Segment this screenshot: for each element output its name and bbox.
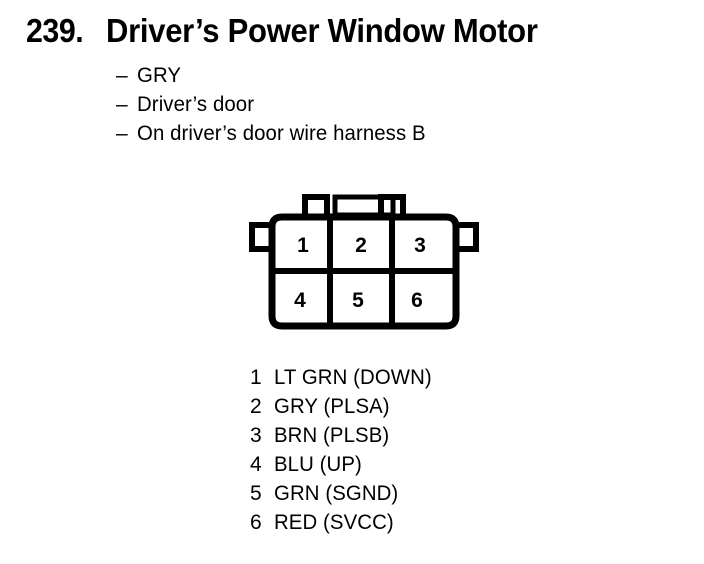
pin-legend: 1 LT GRN (DOWN) 2 GRY (PLSA) 3 BRN (PLSB…	[250, 366, 670, 540]
legend-row: 6 RED (SVCC)	[250, 511, 670, 540]
dash-icon: –	[116, 64, 128, 87]
note-list: – GRY – Driver’s door – On driver’s door…	[116, 64, 676, 151]
note-text: GRY	[137, 64, 182, 87]
legend-pin-number: 5	[250, 482, 262, 505]
entry-number: 239.	[26, 12, 84, 49]
connector-diagram: 1 2 3 4 5 6	[248, 192, 480, 334]
pin-number-4: 4	[294, 289, 306, 312]
legend-pin-number: 3	[250, 424, 262, 447]
legend-pin-label: BRN (PLSB)	[274, 424, 390, 447]
dash-icon: –	[116, 93, 128, 116]
dash-icon: –	[116, 122, 128, 145]
legend-pin-number: 6	[250, 511, 262, 534]
note-text: On driver’s door wire harness B	[137, 122, 426, 145]
pin-number-3: 3	[414, 234, 426, 257]
legend-pin-label: GRY (PLSA)	[274, 395, 390, 418]
note-text: Driver’s door	[137, 93, 255, 116]
pin-number-5: 5	[352, 289, 364, 312]
legend-pin-label: RED (SVCC)	[274, 511, 394, 534]
legend-row: 3 BRN (PLSB)	[250, 424, 670, 453]
legend-pin-label: LT GRN (DOWN)	[274, 366, 432, 389]
connector-svg: 1 2 3 4 5 6	[249, 194, 479, 330]
connector-cell-grid	[272, 217, 456, 326]
pin-number-1: 1	[297, 234, 309, 257]
connector-left-key-tab	[249, 222, 272, 252]
legend-row: 5 GRN (SGND)	[250, 482, 670, 511]
legend-pin-label: GRN (SGND)	[274, 482, 399, 505]
note-item: – On driver’s door wire harness B	[116, 122, 676, 151]
legend-pin-number: 1	[250, 366, 262, 389]
legend-row: 1 LT GRN (DOWN)	[250, 366, 670, 395]
legend-pin-label: BLU (UP)	[274, 453, 362, 476]
page-title: 239. Driver’s Power Window Motor	[26, 12, 686, 50]
pin-number-6: 6	[411, 289, 423, 312]
connector-right-key-tab	[456, 222, 479, 252]
legend-row: 2 GRY (PLSA)	[250, 395, 670, 424]
note-item: – Driver’s door	[116, 93, 676, 122]
pin-number-2: 2	[355, 234, 367, 257]
entry-title: Driver’s Power Window Motor	[106, 12, 538, 49]
legend-pin-number: 4	[250, 453, 262, 476]
legend-pin-number: 2	[250, 395, 262, 418]
note-item: – GRY	[116, 64, 676, 93]
legend-row: 4 BLU (UP)	[250, 453, 670, 482]
